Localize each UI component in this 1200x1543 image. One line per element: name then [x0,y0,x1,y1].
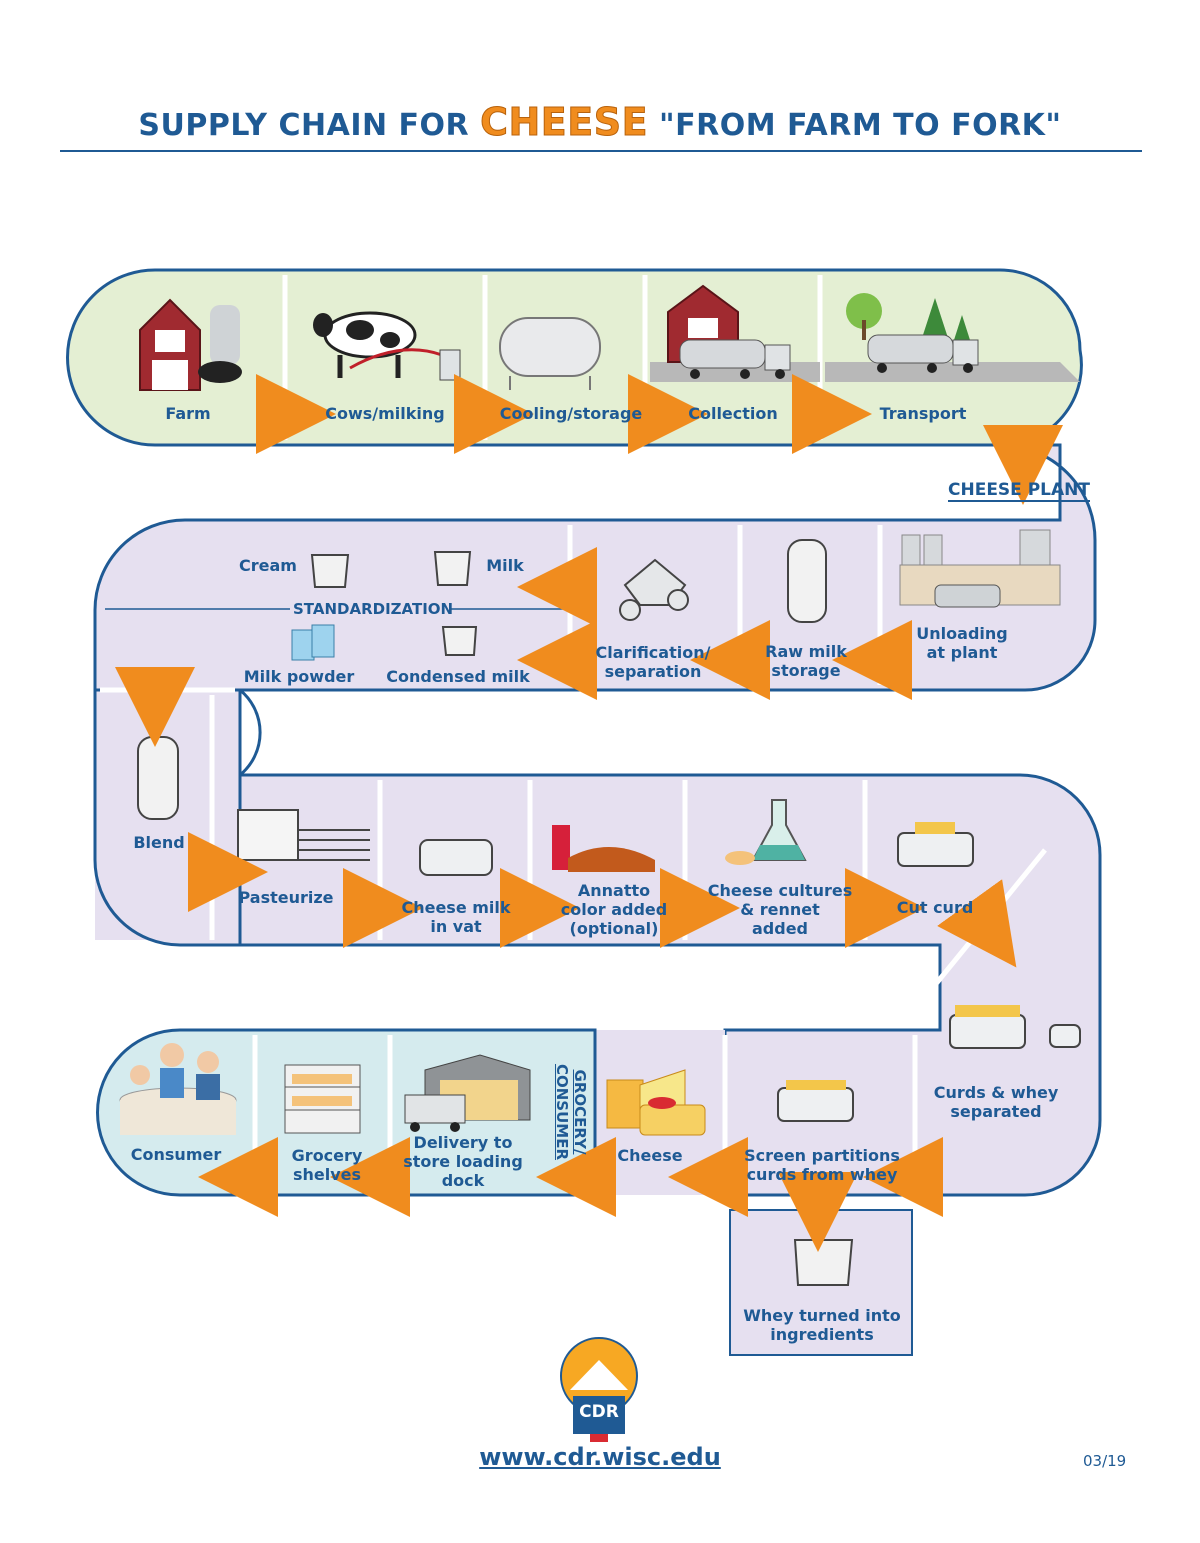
step-farm: Farm [165,404,211,423]
plant-building-icon [899,529,1061,608]
consumers-table-icon [119,1043,237,1135]
raw-milk-silo-icon [787,539,827,623]
step-collection: Collection [688,404,778,423]
cdr-logo-text: CDR [579,1402,619,1422]
step-cheese-milk-vat: Cheese milk in vat [401,898,511,936]
step-milk: Milk [486,556,524,575]
curds-whey-vat-icon [949,1005,1081,1049]
cdr-logo-icon [560,1337,638,1442]
step-delivery: Delivery to store loading dock [403,1133,523,1190]
grocery-consumer-label: GROCERY/ CONSUMER [553,1063,589,1161]
barn-icon [139,298,240,391]
annatto-icon [552,825,655,872]
step-whey-ingredients: Whey turned into ingredients [743,1306,901,1344]
step-blend: Blend [133,833,185,852]
milk-powder-icon [291,624,335,661]
step-consumer: Consumer [130,1145,222,1164]
cow-icon [198,311,461,383]
step-transport: Transport [879,404,967,423]
grocery-shelf-icon [284,1064,361,1134]
transport-truck-icon [846,293,979,373]
cut-curd-vat-icon [897,822,974,867]
step-pasteurize: Pasteurize [238,888,334,907]
step-cheese: Cheese [617,1146,683,1165]
step-annatto: Annatto color added (optional) [560,881,668,938]
flow-arrows [115,374,1063,1252]
step-grocery-shelves: Grocery shelves [291,1146,363,1184]
title-rule [60,150,1142,152]
step-screen-partitions: Screen partitions curds from whey [744,1146,900,1184]
step-condensed-milk: Condensed milk [386,667,530,686]
page-title: SUPPLY CHAIN FOR CHEESE "FROM FARM TO FO… [138,100,1062,145]
step-unloading: Unloading at plant [916,624,1008,662]
vat-icons [310,551,478,656]
step-cultures-rennet: Cheese cultures & rennet added [707,881,853,938]
step-cows-milking: Cows/milking [325,404,445,423]
step-clarification: Clarification/ separation [595,643,711,681]
separator-icon [619,558,689,621]
cheese-plant-label: CHEESE PLANT [948,480,1090,502]
step-cut-curd: Cut curd [896,898,974,917]
step-cooling-storage: Cooling/storage [499,404,643,423]
cultures-flask-icon [725,799,807,865]
revision-date: 03/19 [1083,1452,1127,1470]
delivery-truck-warehouse-icon [404,1054,531,1132]
screen-vat-icon [777,1080,854,1122]
title-highlight: CHEESE [480,100,649,145]
step-cream: Cream [239,556,297,575]
cheese-wheels-icon [606,1069,706,1136]
step-curds-whey-separated: Curds & whey separated [933,1083,1059,1121]
vat-icon [419,839,493,876]
standardization-label: STANDARDIZATION [293,600,454,618]
step-raw-milk-storage: Raw milk storage [765,642,847,680]
website-link[interactable]: www.cdr.wisc.edu [479,1443,721,1471]
step-milk-powder: Milk powder [243,667,355,686]
blend-tank-icon [137,736,179,820]
whey-tank-icon [793,1239,854,1286]
collection-barn-truck-icon [667,284,791,379]
